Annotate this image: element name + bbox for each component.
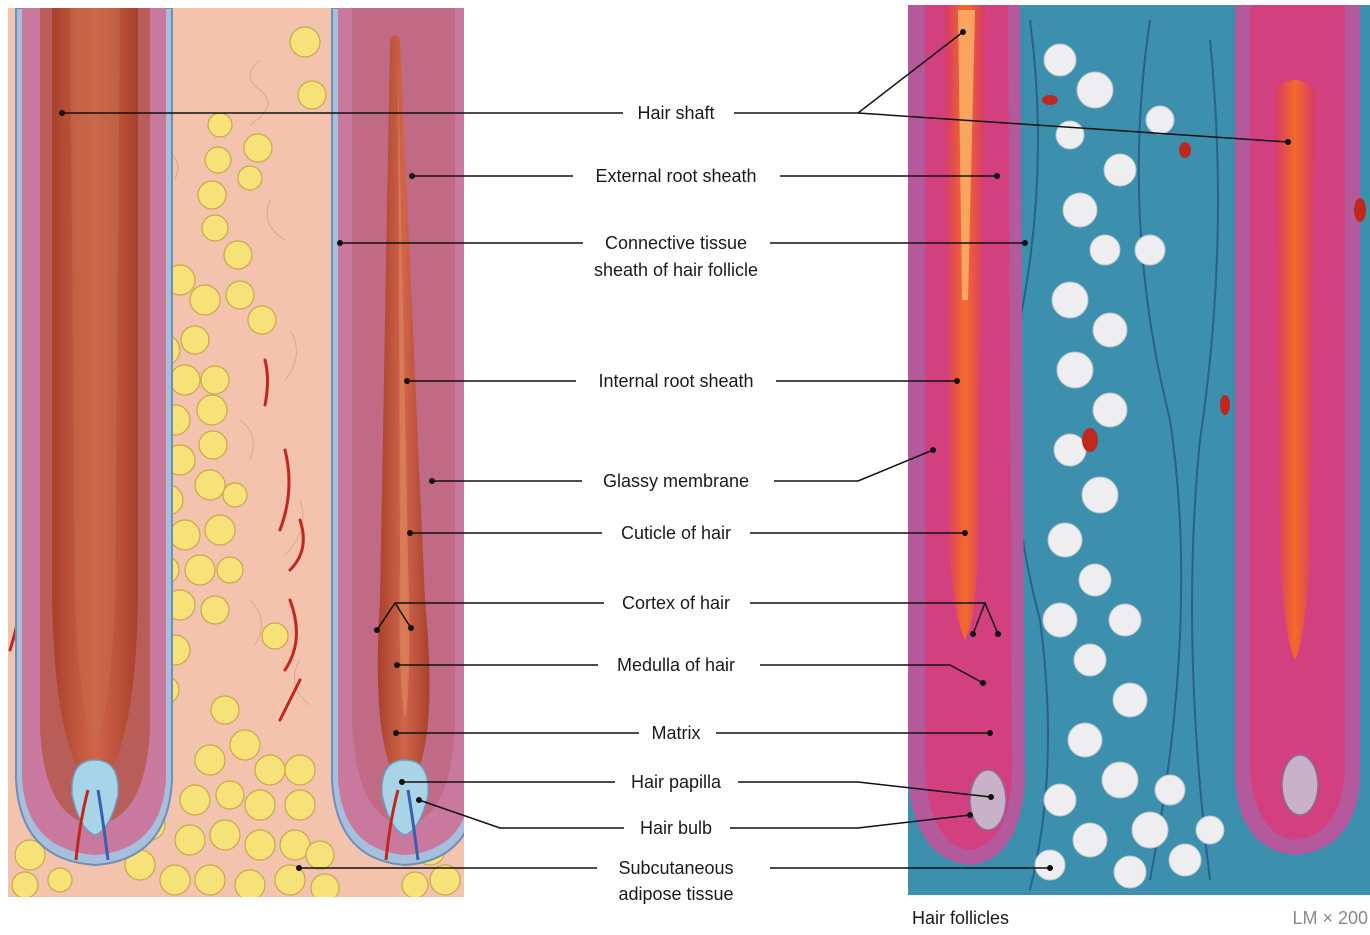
label-internal-root-sheath: Internal root sheath [598,371,753,391]
label-hair-bulb: Hair bulb [640,818,712,838]
micrograph-panel [908,5,1370,895]
label-subcutaneous-line1: Subcutaneous [618,858,733,878]
label-cuticle-of-hair: Cuticle of hair [621,523,731,543]
label-cortex-of-hair: Cortex of hair [622,593,730,613]
micrograph-caption: Hair follicles [912,908,1009,929]
follicle-right [332,8,478,865]
structure-labels: Hair shaft External root sheath Connecti… [594,103,758,904]
label-hair-papilla: Hair papilla [631,772,722,792]
label-hair-shaft: Hair shaft [637,103,714,123]
micrograph-follicle-right [1235,5,1360,855]
label-medulla-of-hair: Medulla of hair [617,655,735,675]
label-subcutaneous-line2: adipose tissue [618,884,733,904]
label-matrix: Matrix [652,723,701,743]
follicle-left [16,8,172,865]
micrograph-follicle-left [908,5,1025,865]
magnification-label: LM × 200 [1292,908,1368,929]
label-external-root-sheath: External root sheath [595,166,756,186]
label-glassy-membrane: Glassy membrane [603,471,749,491]
label-connective-tissue-line2: sheath of hair follicle [594,260,758,280]
label-connective-tissue-line1: Connective tissue [605,233,747,253]
illustration-panel [8,8,478,902]
